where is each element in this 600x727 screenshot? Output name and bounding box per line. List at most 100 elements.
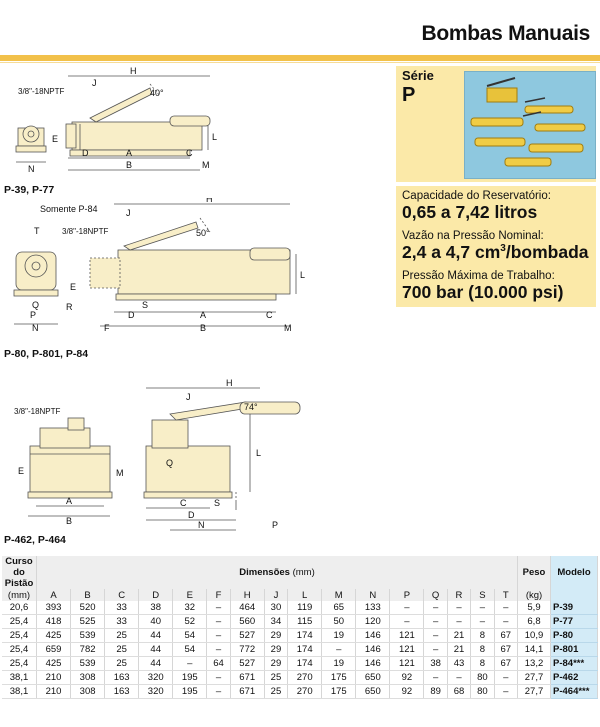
table-cell: 44 [138,642,174,657]
dim-label: Q [166,458,173,468]
dim-label: L [256,448,261,458]
dim-label: T [34,226,40,236]
table-cell: 195 [172,684,208,699]
table-cell: – [206,614,231,629]
table-cell: – [206,628,231,643]
dim-label: E [52,134,58,144]
table-cell: – [321,642,357,657]
table-cell: 525 [70,614,106,629]
table-cell: – [423,601,448,615]
table-cell: 210 [36,670,72,685]
column-header: T [494,589,519,601]
model-header: Modelo [550,556,598,589]
pump-photo-illustration [465,72,595,178]
table-cell: 92 [389,684,425,699]
table-cell: 40 [138,614,174,629]
dim-label: F [104,323,110,333]
figure-caption: P-39, P-77 [4,184,55,196]
table-cell: 133 [355,601,391,615]
table-cell: 21 [447,642,472,657]
dim-label: C [186,148,193,158]
table-cell: 174 [287,642,323,657]
column-header: E [172,589,208,601]
model-cell: P-84*** [550,656,598,671]
table-cell: 210 [36,684,72,699]
table-cell: 38,1 [2,670,37,685]
spec-label: Vazão na Pressão Nominal: [402,230,544,242]
table-cell: 44 [138,628,174,643]
table-cell: 418 [36,614,72,629]
table-cell: 270 [287,670,323,685]
model-header-spacer [550,589,598,601]
stroke-header: Curso do Pistão [2,556,37,589]
table-cell: 54 [172,642,208,657]
port-label: 3/8"-18NPTF [14,407,61,416]
table-cell: – [172,656,208,671]
spec-reservoir: Capacidade do Reservatório: 0,65 a 7,42 … [396,186,596,227]
model-cell: P-77 [550,614,598,629]
column-header: Q [423,589,448,601]
table-cell: 8 [470,628,495,643]
table-cell: – [447,670,472,685]
table-cell: 270 [287,684,323,699]
table-cell: – [423,628,448,643]
table-cell: – [206,670,231,685]
column-header: B [70,589,106,601]
table-cell: 20,6 [2,601,37,615]
table-cell: 425 [36,656,72,671]
table-cell: – [206,684,231,699]
header-rule-thin [0,62,600,63]
table-cell: 29 [264,656,289,671]
table-cell: 25 [104,628,140,643]
spec-flow: Vazão na Pressão Nominal: 2,4 a 4,7 cm3/… [396,226,596,267]
table-cell: 80 [470,684,495,699]
dim-label: M [116,468,124,478]
spec-value: 700 bar (10.000 psi) [402,282,564,302]
dim-label: D [188,510,195,520]
table-cell: 671 [230,670,265,685]
table-cell: 65 [321,601,357,615]
page-title: Bombas Manuais [421,22,590,45]
column-header: A [36,589,72,601]
dim-label: S [214,498,220,508]
weight-header: Peso [517,556,551,589]
table-cell: 25,4 [2,642,37,657]
table-cell: 33 [104,614,140,629]
table-cell: 64 [206,656,231,671]
table-cell: 175 [321,670,357,685]
table-cell: 67 [494,656,519,671]
table-cell: 44 [138,656,174,671]
stroke-unit: (mm) [2,589,37,601]
table-cell: 68 [447,684,472,699]
table-cell: 650 [355,684,391,699]
model-cell: P-462 [550,670,598,685]
table-cell: – [494,684,519,699]
column-header: M [321,589,357,601]
table-cell: – [423,642,448,657]
column-header: L [287,589,323,601]
table-cell: 115 [287,614,323,629]
table-cell: 27,7 [517,684,551,699]
table-cell: – [206,601,231,615]
serie-label: Série [402,68,434,83]
table-cell: – [206,642,231,657]
dim-label: P [30,310,36,320]
table-cell: 38 [138,601,174,615]
table-cell: 14,1 [517,642,551,657]
drawing-p80-p801-p84: H J 50° Somente P-84 3/8"-18NPTF T E Q R… [0,194,390,338]
table-cell: 119 [287,601,323,615]
table-cell: 527 [230,628,265,643]
dim-label: M [284,323,292,333]
column-header: H [230,589,265,601]
table-cell: – [494,670,519,685]
table-cell: 175 [321,684,357,699]
table-cell: – [447,601,472,615]
table-cell: 33 [104,601,140,615]
dim-label: N [28,164,35,174]
table-cell: 38 [423,656,448,671]
table-cell: 27,7 [517,670,551,685]
dim-label: E [70,282,76,292]
